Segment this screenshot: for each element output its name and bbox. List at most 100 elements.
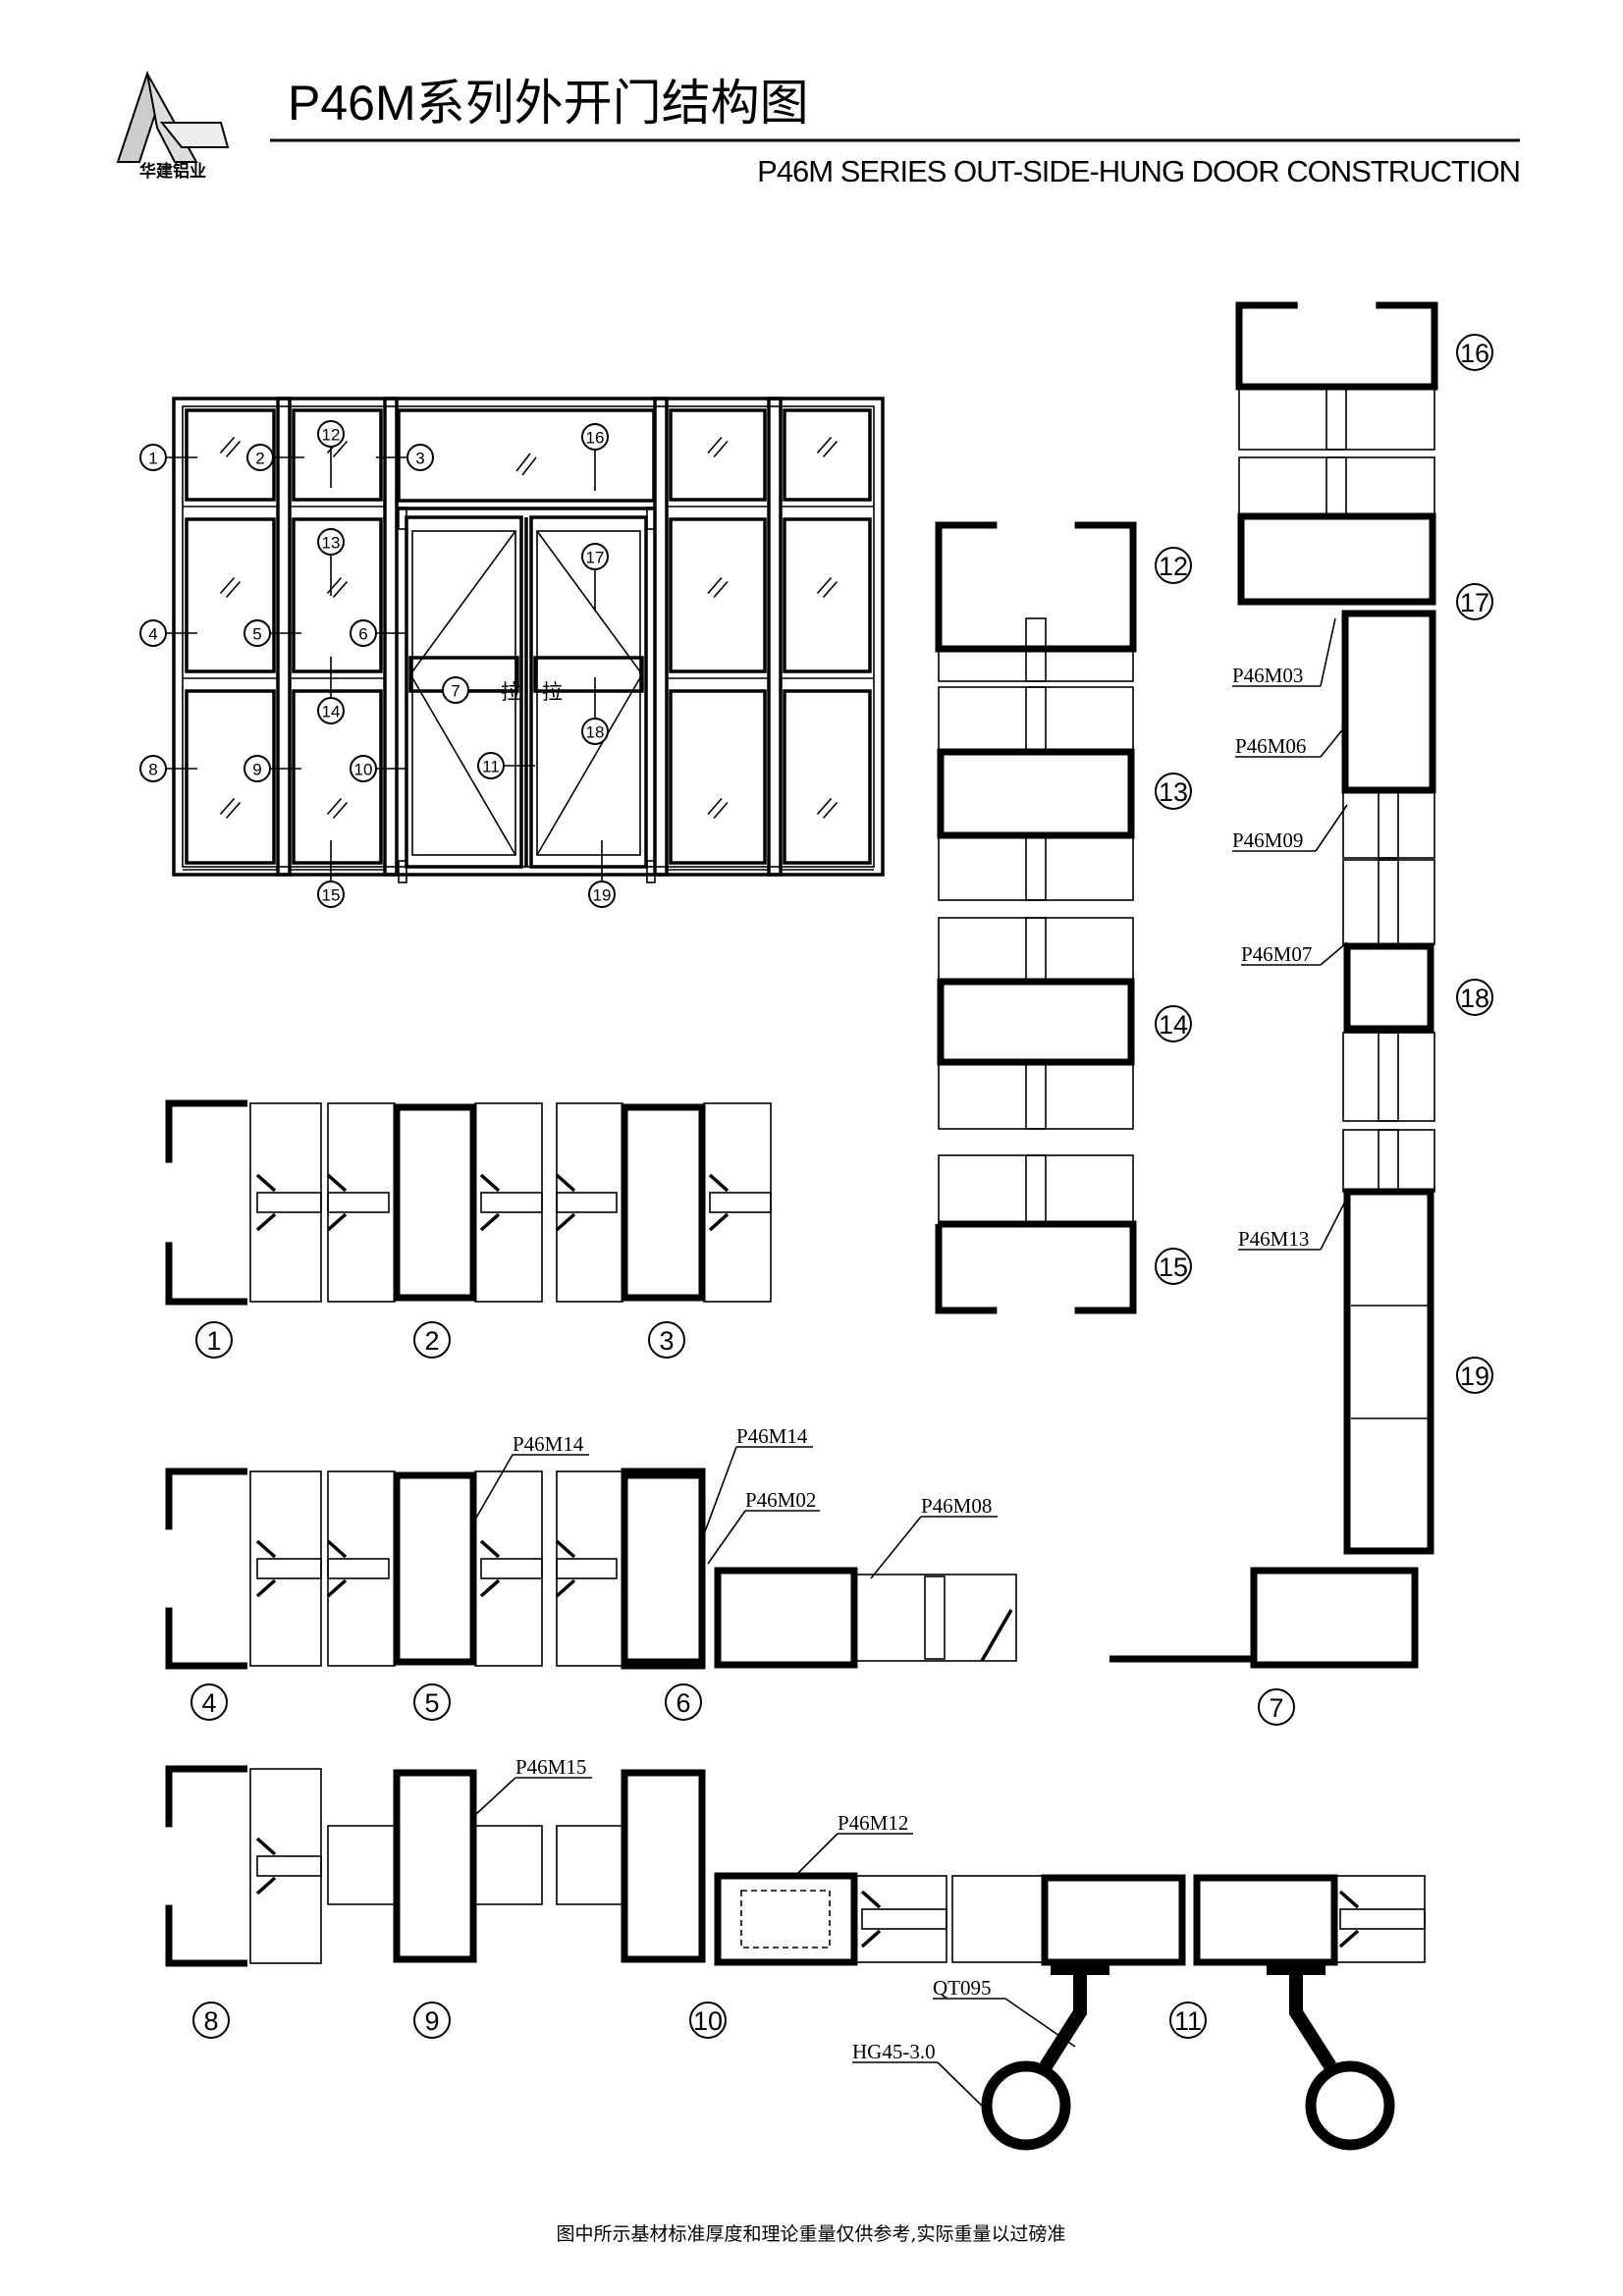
glass-panel — [783, 517, 872, 673]
callout-circle — [1456, 1357, 1493, 1394]
callout-number: 10 — [693, 2006, 723, 2036]
glazing-box — [938, 917, 1134, 983]
elevation-callout-13: 13 — [317, 528, 345, 556]
glass-mark — [707, 797, 729, 820]
glass-panel — [783, 408, 872, 502]
door-leaf — [529, 515, 648, 869]
glazing-box — [1342, 859, 1435, 945]
elevation-callout-3: 3 — [406, 444, 434, 471]
handle-base — [1267, 1963, 1325, 1975]
label-p46m08: P46M08 — [921, 1494, 992, 1518]
callout-circle — [1456, 583, 1493, 620]
glazing-bead — [479, 1539, 501, 1598]
section-callout-10: 10 — [689, 2002, 727, 2039]
glazing-box — [938, 686, 1134, 753]
section-callout-2: 2 — [413, 1321, 451, 1359]
mullion — [383, 397, 399, 877]
section-callout-3: 3 — [648, 1321, 685, 1359]
callout-number: 15 — [322, 886, 341, 905]
glass-pane — [1339, 1908, 1426, 1930]
c-profile — [165, 1099, 247, 1306]
callout-number: 17 — [1460, 588, 1489, 617]
section-callout-8: 8 — [192, 2002, 230, 2039]
handle-text-left: 拉 — [501, 680, 521, 704]
label-p46m02: P46M02 — [745, 1488, 816, 1512]
callout-circle — [1169, 2002, 1207, 2039]
hinge — [646, 507, 656, 530]
glazing-box — [249, 1470, 322, 1667]
callout-number: 8 — [148, 761, 157, 779]
leader-line — [703, 1446, 813, 1535]
callout-number: 7 — [1269, 1693, 1283, 1723]
leaf-edge — [980, 1609, 1013, 1662]
elevation-callout-17: 17 — [581, 543, 609, 570]
logo-text: 华建铝业 — [139, 161, 206, 182]
callout-number: 10 — [354, 761, 373, 779]
handle-stem — [1289, 1973, 1336, 2070]
elevation-callout-8: 8 — [139, 755, 167, 782]
callout-number: 15 — [1159, 1253, 1188, 1282]
label-p46m07: P46M07 — [1241, 942, 1312, 966]
callout-circle — [588, 881, 616, 908]
callout-number: 7 — [451, 682, 460, 701]
section-callout-9: 9 — [413, 2002, 451, 2039]
glazing-box — [938, 1061, 1134, 1130]
elevation-callout-18: 18 — [581, 718, 609, 745]
glass-pane — [1025, 834, 1047, 901]
hinge — [398, 507, 407, 530]
glass-panel — [185, 408, 276, 502]
transom-glass — [397, 408, 656, 503]
callout-number: 2 — [424, 1326, 439, 1356]
mullion-profile — [393, 1471, 477, 1666]
callout-number: 4 — [148, 625, 157, 644]
mullion — [767, 397, 783, 877]
glazing-box — [938, 1154, 1134, 1225]
label-p46m13: P46M13 — [1238, 1227, 1309, 1251]
swing-indicator — [409, 530, 516, 856]
callout-number: 16 — [586, 429, 605, 448]
leader-line — [1238, 1197, 1348, 1251]
callout-number: 12 — [1159, 552, 1188, 581]
c-profile — [165, 1765, 247, 1967]
callout-number: 18 — [1460, 984, 1489, 1013]
glazing-box — [474, 1825, 543, 1905]
glass-pane — [480, 1192, 543, 1213]
callout-number: 11 — [482, 758, 500, 776]
glass-panel — [292, 517, 383, 673]
leader-lines — [474, 617, 1348, 2111]
callout-circle — [581, 423, 609, 451]
glazing-bead — [479, 1173, 501, 1232]
glass-mark — [816, 576, 839, 599]
glass-panel — [669, 689, 767, 865]
glass-pane — [256, 1558, 322, 1579]
callout-circle — [350, 755, 377, 782]
glazing-box — [1342, 1129, 1435, 1193]
glazing-box — [1342, 790, 1435, 859]
callout-circle — [581, 543, 609, 570]
mullion-profile — [621, 1103, 706, 1302]
callout-number: 19 — [1460, 1362, 1489, 1391]
door-head-profile — [1237, 512, 1436, 606]
callout-number: 13 — [322, 534, 341, 553]
callout-number: 1 — [206, 1326, 221, 1356]
glass-pane — [327, 1558, 390, 1579]
callout-number: 16 — [1460, 339, 1489, 368]
leader-line — [796, 1833, 913, 1875]
glazing-box — [853, 1574, 1017, 1662]
callout-circle — [192, 2002, 230, 2039]
footer-note: 图中所示基材标准厚度和理论重量仅供参考,实际重量以过磅准 — [556, 2223, 1065, 2245]
glazing-bead — [860, 1890, 882, 1949]
section-callout-5: 5 — [413, 1683, 451, 1721]
label-p46m14-b: P46M14 — [736, 1424, 808, 1448]
mullion-profile — [393, 1103, 477, 1302]
door-leaf-glass — [536, 530, 641, 856]
callout-circle — [413, 1321, 451, 1359]
callout-number: 1 — [148, 450, 157, 468]
elevation-callout-12: 12 — [317, 420, 345, 448]
jamb-profile — [621, 1468, 706, 1670]
glazing-box — [556, 1102, 623, 1303]
label-p46m12: P46M12 — [838, 1811, 908, 1835]
callout-circle — [1155, 1248, 1192, 1285]
